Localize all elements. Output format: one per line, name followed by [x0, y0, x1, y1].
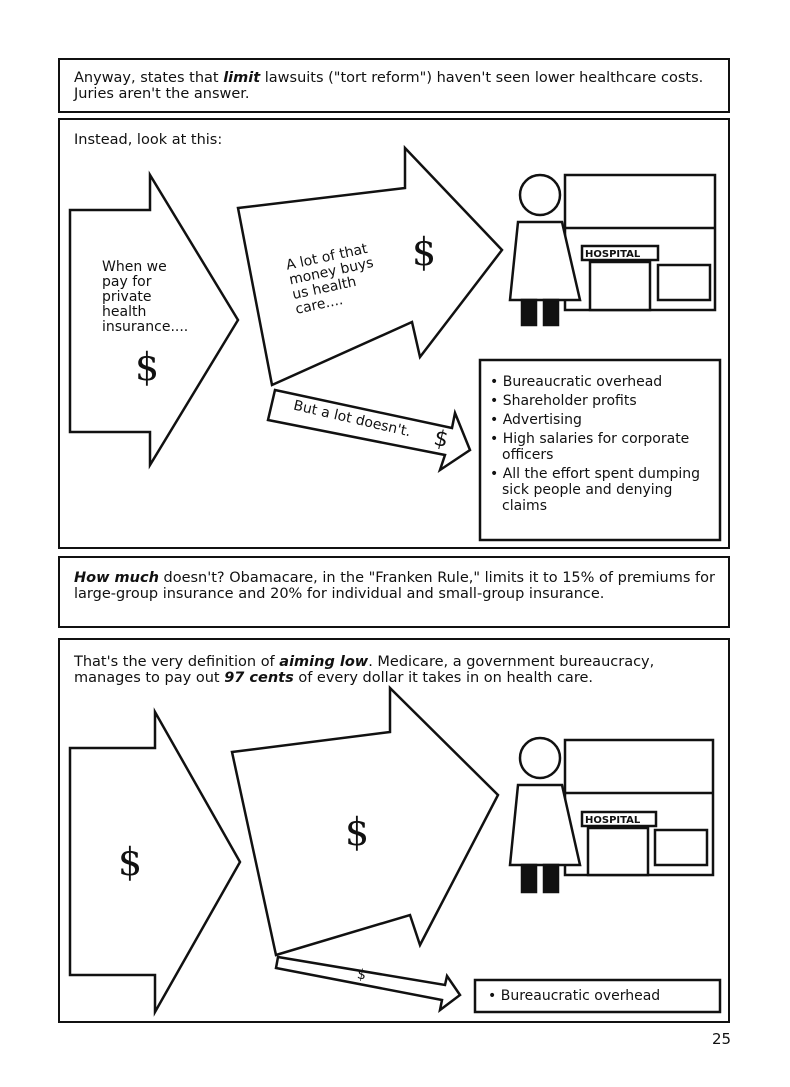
panel-franken-rule: How much doesn't? Obamacare, in the "Fra… [58, 556, 730, 628]
doctor-figure [508, 173, 582, 894]
bullet-item: Advertising [490, 412, 712, 428]
dollar-sign: $ [345, 810, 370, 854]
caption-emphasis: limit [223, 70, 261, 86]
caption-text: doesn't? Obamacare, in the "Franken Rule… [74, 570, 715, 602]
caption-text: lawsuits ("tort reform") haven't seen lo… [74, 70, 704, 102]
caption-emphasis: 97 cents [224, 670, 294, 686]
caption: Instead, look at this: [74, 132, 223, 148]
bullet-item: Bureaucratic overhead [488, 988, 713, 1004]
bullet-item: High salaries for corporate officers [490, 431, 712, 463]
caption: That's the very definition of aiming low… [74, 654, 719, 686]
premium-arrow [68, 170, 240, 470]
caption-emphasis: How much [74, 570, 159, 586]
hospital-sign: HOSPITAL [585, 815, 641, 826]
dollar-sign: $ [135, 345, 160, 389]
caption-text: . Medicare, a government bureaucracy, ma… [74, 654, 655, 686]
dollar-sign: $ [412, 230, 437, 274]
caption-emphasis: aiming low [279, 654, 369, 670]
bullet-list: Bureaucratic overhead [488, 988, 713, 1007]
bullet-list: Bureaucratic overhead Shareholder profit… [490, 374, 712, 517]
hospital-building [563, 173, 717, 877]
panel-medicare-flow: That's the very definition of aiming low… [58, 638, 730, 1023]
overhead-arrow [266, 388, 472, 474]
bullet-item: All the effort spent dumping sick people… [490, 466, 712, 514]
panel-tort-reform: Anyway, states that limit lawsuits ("tor… [58, 58, 730, 113]
caption-text: That's the very definition of [74, 654, 280, 670]
bullet-item: Shareholder profits [490, 393, 712, 409]
premium-arrow-2 [68, 707, 242, 1017]
caption: Anyway, states that limit lawsuits ("tor… [74, 70, 714, 102]
arrow-text-premiums: When we pay for private health insurance… [102, 259, 189, 335]
health-care-arrow [236, 144, 504, 387]
hospital-sign: HOSPITAL [585, 249, 641, 260]
health-care-arrow-2 [230, 685, 500, 957]
bullet-item: Bureaucratic overhead [490, 374, 712, 390]
panel-insurance-flow: Instead, look at this: [58, 118, 730, 549]
caption-text: of every dollar it takes in on health ca… [293, 670, 593, 686]
caption-text: Anyway, states that [74, 70, 224, 86]
page-number: 25 [712, 1030, 732, 1048]
dollar-sign: $ [118, 840, 143, 884]
caption: How much doesn't? Obamacare, in the "Fra… [74, 570, 719, 602]
overhead-arrow-2 [274, 955, 462, 1013]
